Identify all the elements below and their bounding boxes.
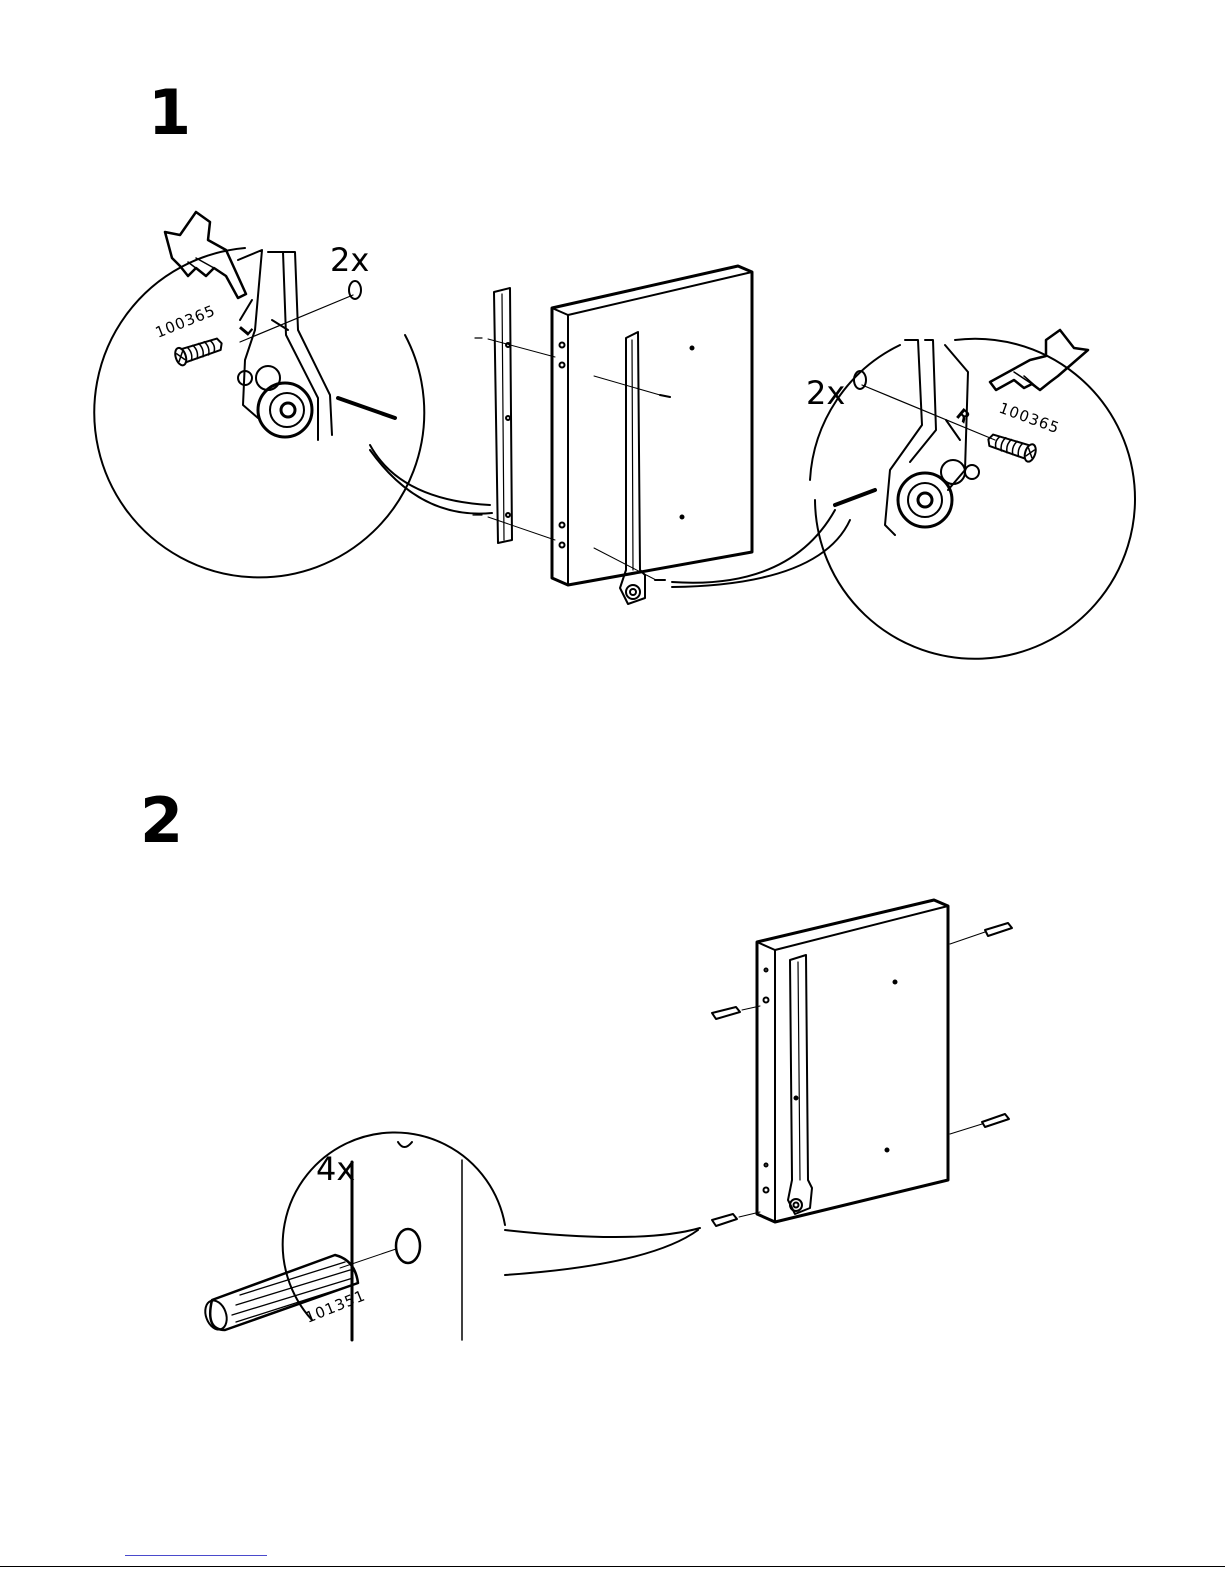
screw-icon — [173, 335, 224, 367]
screw-icon — [986, 431, 1038, 463]
pointing-hand-icon — [165, 212, 246, 298]
page-bottom-rule — [0, 1566, 1225, 1567]
right-detail-callout — [810, 330, 1135, 659]
step2-quantity: 4x — [316, 1150, 355, 1188]
dowel-hole — [396, 1229, 420, 1263]
footer-link-underline — [125, 1555, 267, 1556]
step1-left-part-number: 100365 — [153, 301, 218, 341]
dowel-icon — [201, 1255, 358, 1333]
step2-part-number: 101351 — [303, 1286, 368, 1326]
wheel-icon — [258, 383, 312, 437]
left-detail-callout — [94, 212, 492, 577]
drawer-runner-attached — [788, 955, 812, 1214]
pointing-hand-icon — [990, 330, 1088, 390]
wheel-icon — [898, 473, 952, 527]
drawer-side-panel-with-dowels — [757, 900, 948, 1222]
step1-left-quantity: 2x — [330, 241, 369, 279]
dowel-detail-callout — [201, 1132, 700, 1340]
drawer-side-panel — [552, 266, 752, 585]
step1-right-quantity: 2x — [806, 374, 845, 412]
drawer-runner-attached — [594, 332, 670, 604]
runner-bracket-detail — [238, 250, 332, 440]
step1-right-part-number: 100365 — [997, 399, 1063, 438]
